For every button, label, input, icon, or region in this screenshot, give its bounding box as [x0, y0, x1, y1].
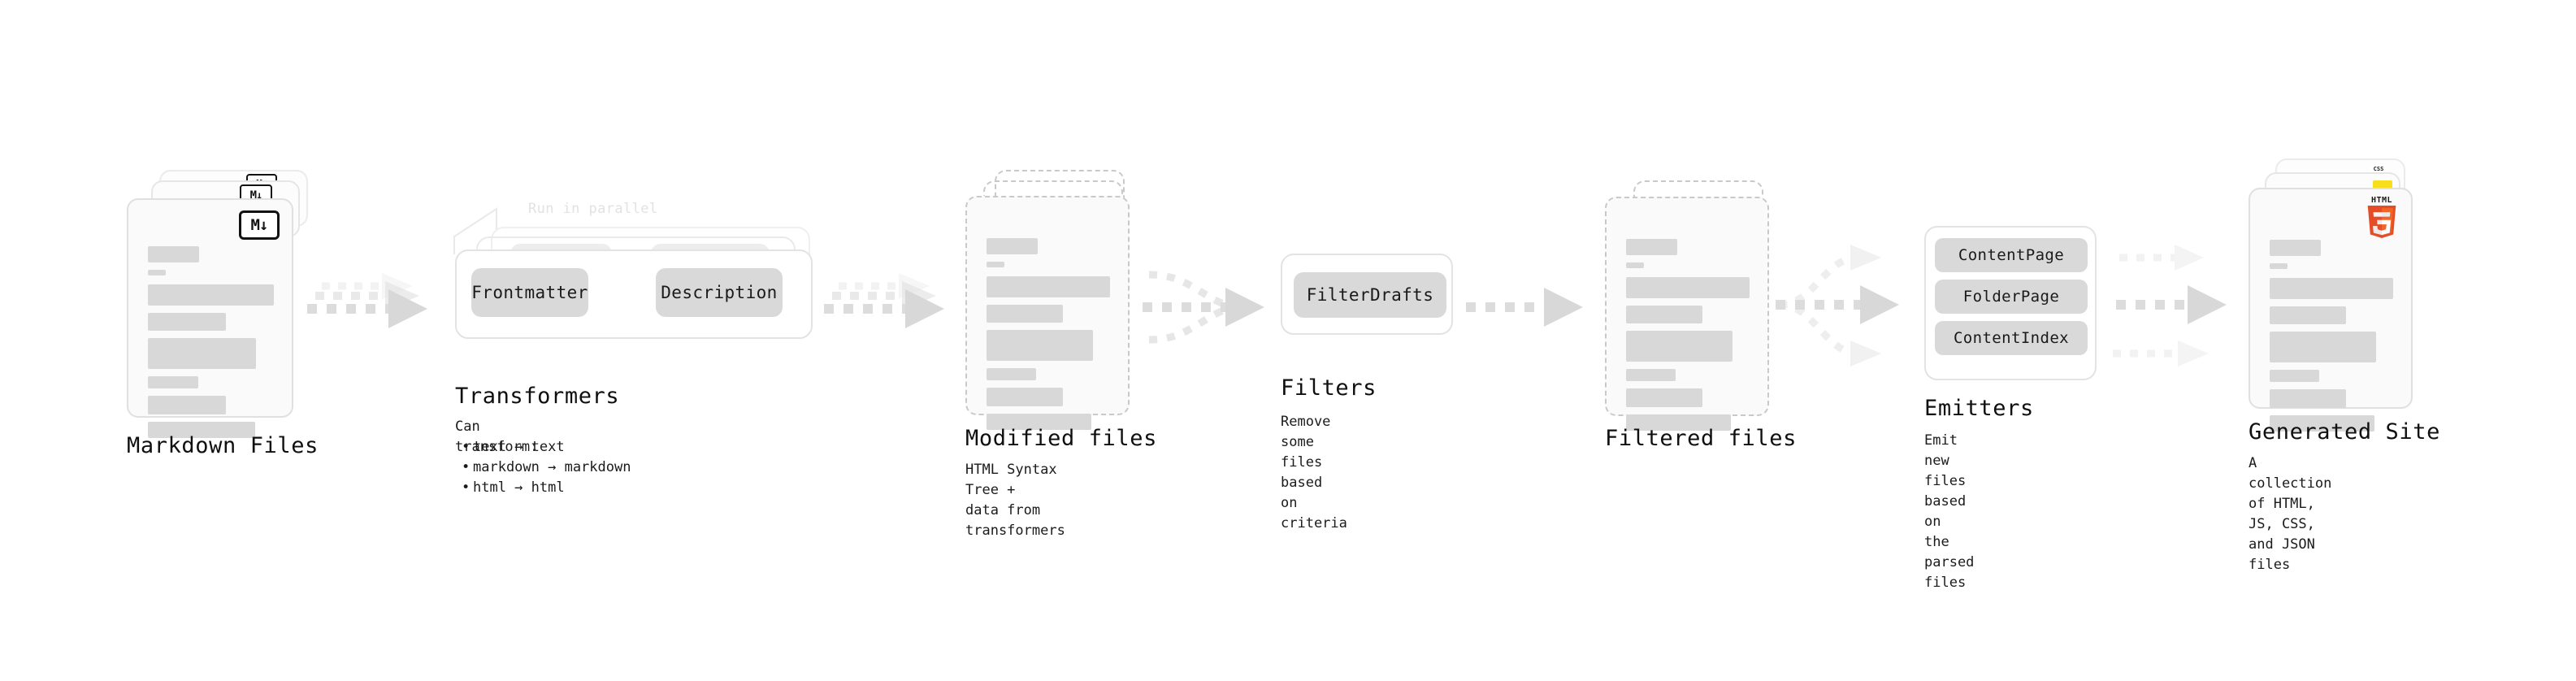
filters-heading: Filters: [1281, 375, 1377, 401]
arrow-icon: [1776, 245, 1899, 367]
modified-card-front: [965, 196, 1130, 430]
markdown-icon: M↓: [239, 210, 280, 240]
modified-files-heading: Modified files: [965, 426, 1157, 451]
run-in-parallel-label: Run in parallel: [528, 201, 658, 217]
transformers-bullets: text → text markdown → markdown html → h…: [460, 437, 631, 498]
arrow-filters-to-filtered: [1463, 286, 1585, 346]
emitters-heading: Emitters: [1924, 396, 2034, 421]
site-card-front: HTML: [2249, 188, 2413, 432]
arrow-icon: [307, 273, 427, 328]
emitter-chip-folderpage[interactable]: FolderPage: [1935, 280, 2088, 314]
run-in-parallel-leader: [453, 207, 497, 254]
markdown-card-front: M↓: [127, 198, 293, 438]
html5-icon: HTML: [2363, 196, 2400, 238]
arrow-filtered-to-emitters: [1776, 223, 1930, 385]
arrow-emitters-to-site: [2113, 223, 2259, 385]
html5-shield: [2367, 206, 2396, 238]
html5-icon-label: HTML: [2370, 196, 2393, 205]
arrow-icon: [1143, 271, 1264, 344]
modified-files-sub: HTML Syntax Tree + data from transformer…: [965, 462, 1065, 539]
filter-chip-filterdrafts[interactable]: FilterDrafts: [1294, 272, 1446, 318]
transformers-heading: Transformers: [455, 384, 620, 409]
transformers-bullet-2: html → html: [460, 478, 631, 498]
site-skeleton-lines: [2270, 240, 2393, 439]
modified-skeleton-lines: [987, 238, 1110, 437]
filtered-card-front: [1605, 197, 1769, 431]
transformer-chip-frontmatter[interactable]: Frontmatter: [471, 268, 588, 317]
filtered-files-heading: Filtered files: [1605, 426, 1797, 451]
emitter-chip-contentindex[interactable]: ContentIndex: [1935, 321, 2088, 355]
arrow-icon: [824, 273, 944, 328]
arrow-icon: [2113, 245, 2227, 367]
arrow-modified-to-filters: [1138, 244, 1284, 393]
arrow-transformers-to-modified: [821, 268, 951, 361]
generated-site-heading: Generated Site: [2249, 419, 2440, 445]
arrow-icon: [1466, 288, 1583, 327]
filters-sub: Remove some files based on criteria: [1281, 414, 1347, 531]
filtered-skeleton-lines: [1626, 239, 1750, 438]
transformers-bullet-0: text → text: [460, 437, 631, 458]
transformers-bullet-1: markdown → markdown: [460, 458, 631, 478]
emitter-chip-contentpage[interactable]: ContentPage: [1935, 238, 2088, 272]
emitters-sub: Emit new files based on the parsed files: [1924, 432, 1975, 591]
markdown-skeleton-lines: [148, 246, 274, 445]
generated-site-sub: A collection of HTML, JS, CSS, and JSON …: [2249, 455, 2332, 573]
transformer-chip-description[interactable]: Description: [656, 268, 783, 317]
markdown-files-heading: Markdown Files: [127, 433, 319, 458]
arrow-markdown-to-transformers: [304, 268, 434, 361]
css-icon-label: CSS: [2373, 166, 2384, 172]
